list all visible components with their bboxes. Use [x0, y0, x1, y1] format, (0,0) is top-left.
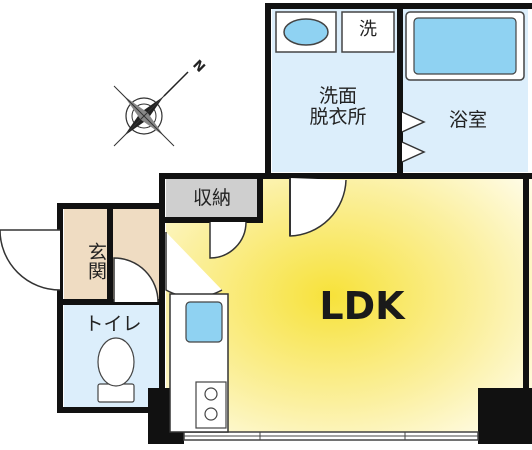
bath-label: 浴室	[448, 109, 487, 131]
compass-icon	[113, 71, 189, 147]
washer-space	[341, 11, 395, 53]
bath-folding-door	[401, 111, 426, 163]
washroom-label: 洗面 脱衣所	[309, 85, 367, 128]
toilet-door-swing	[113, 257, 159, 303]
storage-door-swing	[209, 221, 247, 259]
washroom-door-swing	[289, 178, 347, 237]
storage-floor	[166, 178, 258, 218]
bathtub-water-icon	[413, 17, 517, 75]
toilet-bowl-icon	[97, 337, 135, 387]
burner-icon	[204, 407, 218, 421]
washer-label: 洗	[359, 19, 377, 40]
kitchen-sink-icon	[185, 301, 223, 343]
entrance-door-swing	[0, 229, 61, 291]
pillar-right	[478, 388, 532, 444]
ldk-label: LDK	[319, 284, 405, 328]
storage-label: 収納	[192, 187, 231, 209]
wash-basin-icon	[283, 18, 329, 46]
toilet-tank	[97, 383, 135, 403]
entrance-floor	[64, 208, 110, 300]
toilet-label: トイレ	[84, 313, 142, 335]
burner-icon	[204, 387, 218, 401]
entrance-label: 玄関	[85, 242, 107, 280]
